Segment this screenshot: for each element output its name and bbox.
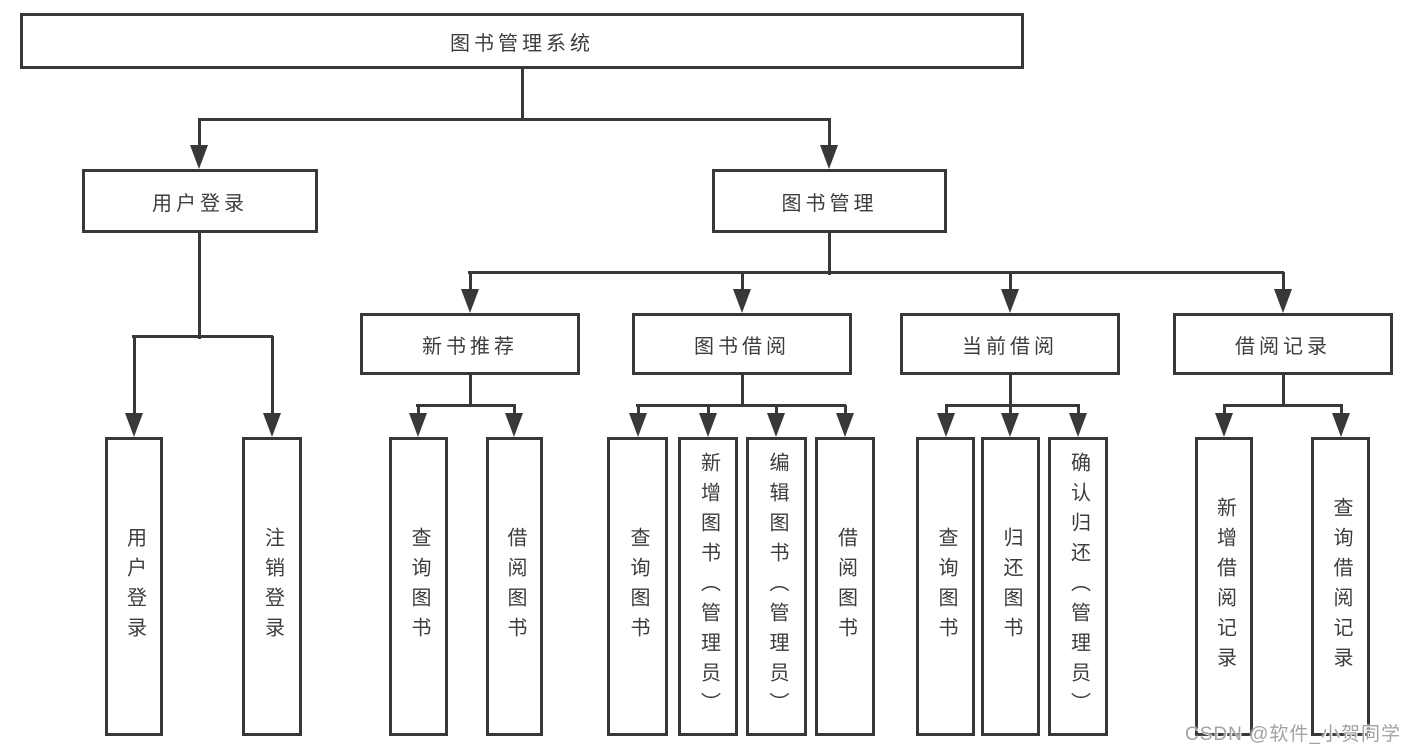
connector-line-vertical bbox=[1282, 272, 1285, 291]
node-book-borrowing-label: 图书借阅 bbox=[694, 335, 790, 358]
arrowhead-down-icon bbox=[733, 289, 751, 313]
connector-line-vertical bbox=[271, 336, 274, 415]
leaf-add-borrow-record: 新增借阅记录 bbox=[1195, 437, 1253, 736]
leaf-borrow-book-borrowing-label: 借阅图书 bbox=[834, 526, 857, 647]
arrowhead-down-icon bbox=[767, 413, 785, 437]
node-book-management-label: 图书管理 bbox=[781, 192, 878, 215]
node-borrowing-records-label: 借阅记录 bbox=[1235, 335, 1331, 358]
connector-line-vertical bbox=[513, 405, 516, 415]
leaf-borrow-book-borrowing: 借阅图书 bbox=[815, 437, 875, 736]
arrowhead-down-icon bbox=[1215, 413, 1233, 437]
connector-line-vertical bbox=[844, 405, 847, 415]
connector-line-vertical bbox=[469, 375, 472, 407]
arrowhead-down-icon bbox=[461, 289, 479, 313]
connector-line-vertical bbox=[469, 272, 472, 291]
leaf-query-book-current-label: 查询图书 bbox=[935, 526, 957, 647]
leaf-logout-login-label: 注销登录 bbox=[261, 526, 284, 647]
leaf-edit-book-admin-label: 编辑图书（管理员） bbox=[766, 451, 788, 722]
leaf-confirm-return-admin: 确认归还（管理员） bbox=[1048, 437, 1108, 736]
arrowhead-down-icon bbox=[190, 145, 208, 169]
leaf-query-book-recommend-label: 查询图书 bbox=[408, 526, 430, 647]
connector-line-horizontal bbox=[1223, 404, 1343, 407]
connector-line-vertical bbox=[417, 405, 420, 415]
connector-line-horizontal bbox=[636, 404, 846, 407]
leaf-add-borrow-record-label: 新增借阅记录 bbox=[1213, 496, 1236, 677]
node-root-label: 图书管理系统 bbox=[450, 32, 594, 55]
connector-line-vertical bbox=[133, 336, 136, 415]
connector-line-vertical bbox=[741, 272, 744, 291]
arrowhead-down-icon bbox=[505, 413, 523, 437]
connector-line-horizontal bbox=[468, 271, 1284, 274]
connector-line-vertical bbox=[1077, 405, 1080, 415]
connector-line-vertical bbox=[828, 233, 831, 275]
arrowhead-down-icon bbox=[836, 413, 854, 437]
arrowhead-down-icon bbox=[820, 145, 838, 169]
connector-line-horizontal bbox=[132, 335, 273, 338]
connector-line-vertical bbox=[637, 405, 640, 415]
node-user-login: 用户登录 bbox=[82, 169, 318, 233]
connector-line-vertical bbox=[1282, 375, 1285, 407]
arrowhead-down-icon bbox=[1332, 413, 1350, 437]
node-book-borrowing: 图书借阅 bbox=[632, 313, 852, 375]
arrowhead-down-icon bbox=[263, 413, 281, 437]
connector-line-vertical bbox=[198, 233, 201, 339]
connector-line-vertical bbox=[945, 405, 948, 415]
leaf-return-book: 归还图书 bbox=[981, 437, 1040, 736]
connector-line-horizontal bbox=[198, 118, 831, 121]
leaf-user-login-label: 用户登录 bbox=[123, 526, 146, 647]
connector-line-vertical bbox=[1009, 405, 1012, 415]
connector-line-vertical bbox=[198, 119, 201, 147]
node-new-book-recommend: 新书推荐 bbox=[360, 313, 580, 375]
node-user-login-label: 用户登录 bbox=[152, 192, 248, 215]
node-current-borrowing-label: 当前借阅 bbox=[962, 335, 1058, 358]
connector-line-vertical bbox=[707, 405, 710, 415]
arrowhead-down-icon bbox=[1001, 289, 1019, 313]
arrowhead-down-icon bbox=[1001, 413, 1019, 437]
arrowhead-down-icon bbox=[937, 413, 955, 437]
leaf-add-book-admin-label: 新增图书（管理员） bbox=[697, 451, 720, 722]
connector-line-vertical bbox=[828, 119, 831, 147]
arrowhead-down-icon bbox=[409, 413, 427, 437]
leaf-query-book-current: 查询图书 bbox=[916, 437, 975, 736]
leaf-query-borrow-record-label: 查询借阅记录 bbox=[1330, 496, 1352, 677]
leaf-edit-book-admin: 编辑图书（管理员） bbox=[746, 437, 807, 736]
leaf-query-book-recommend: 查询图书 bbox=[389, 437, 448, 736]
connector-line-vertical bbox=[1009, 272, 1012, 291]
leaf-logout-login: 注销登录 bbox=[242, 437, 302, 736]
arrowhead-down-icon bbox=[125, 413, 143, 437]
csdn-watermark: CSDN @软件_小贺同学 bbox=[1185, 724, 1401, 745]
leaf-borrow-book-recommend-label: 借阅图书 bbox=[504, 526, 526, 647]
connector-line-vertical bbox=[1223, 405, 1226, 415]
node-book-management: 图书管理 bbox=[712, 169, 947, 233]
leaf-confirm-return-admin-label: 确认归还（管理员） bbox=[1067, 451, 1090, 722]
node-root: 图书管理系统 bbox=[20, 13, 1024, 69]
node-current-borrowing: 当前借阅 bbox=[900, 313, 1120, 375]
arrowhead-down-icon bbox=[629, 413, 647, 437]
connector-line-vertical bbox=[521, 69, 524, 121]
leaf-query-book-borrowing-label: 查询图书 bbox=[627, 526, 649, 647]
arrowhead-down-icon bbox=[1274, 289, 1292, 313]
connector-line-vertical bbox=[741, 375, 744, 407]
leaf-borrow-book-recommend: 借阅图书 bbox=[486, 437, 543, 736]
arrowhead-down-icon bbox=[699, 413, 717, 437]
connector-line-horizontal bbox=[945, 404, 1080, 407]
leaf-return-book-label: 归还图书 bbox=[1000, 526, 1022, 647]
leaf-query-borrow-record: 查询借阅记录 bbox=[1311, 437, 1370, 736]
node-borrowing-records: 借阅记录 bbox=[1173, 313, 1393, 375]
connector-line-vertical bbox=[775, 405, 778, 415]
connector-line-horizontal bbox=[416, 404, 516, 407]
arrowhead-down-icon bbox=[1069, 413, 1087, 437]
leaf-user-login: 用户登录 bbox=[105, 437, 163, 736]
leaf-add-book-admin: 新增图书（管理员） bbox=[678, 437, 738, 736]
node-new-book-recommend-label: 新书推荐 bbox=[422, 335, 518, 358]
connector-line-vertical bbox=[1009, 375, 1012, 407]
connector-line-vertical bbox=[1340, 405, 1343, 415]
leaf-query-book-borrowing: 查询图书 bbox=[607, 437, 668, 736]
